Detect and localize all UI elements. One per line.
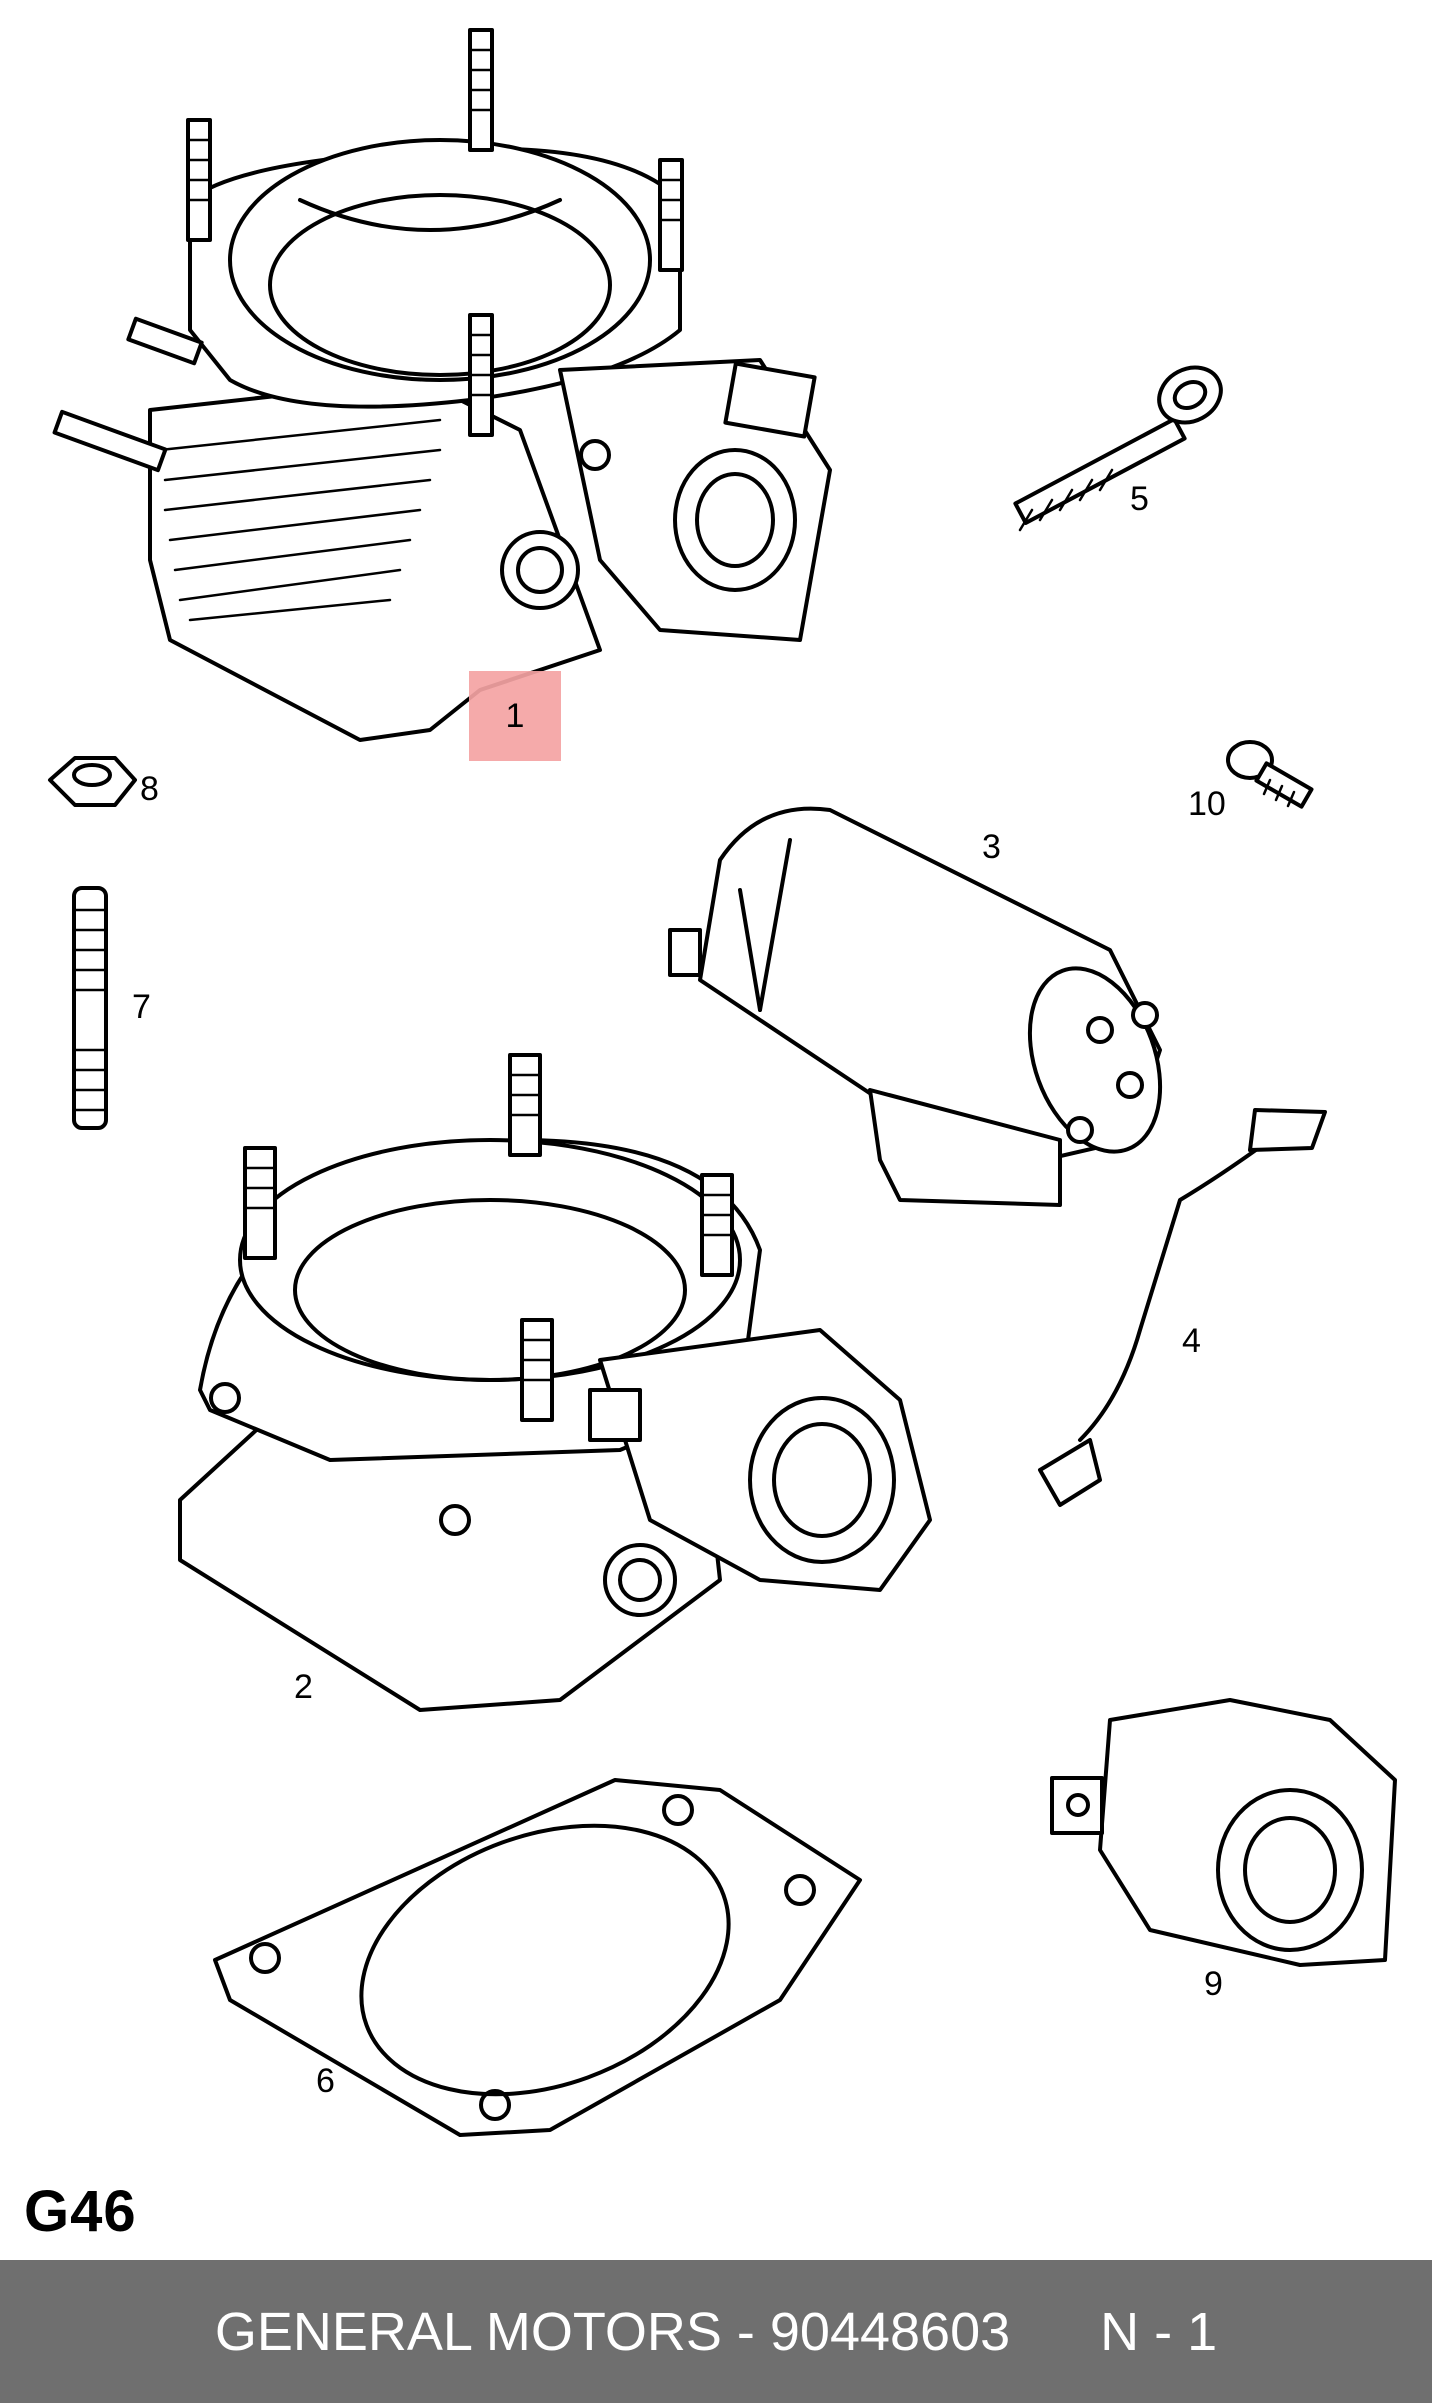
exploded-parts-diagram: 5 8 10 3 7 4 2 9 6 xyxy=(48,28,1397,2137)
part-label-8: 8 xyxy=(140,770,159,808)
part-3-actuator xyxy=(668,806,1163,1207)
part-9-sensor xyxy=(1050,1698,1397,1967)
part-1-throttle-body-assembly xyxy=(52,28,832,742)
footer-bar: GENERAL MOTORS - 90448603 N - 1 xyxy=(0,2260,1432,2403)
part-label-3: 3 xyxy=(982,828,1001,866)
part-2-throttle-body xyxy=(178,1053,932,1712)
part-label-7: 7 xyxy=(132,988,151,1026)
part-label-9: 9 xyxy=(1204,1965,1223,2003)
footer-part-number: GENERAL MOTORS - 90448603 N - 1 xyxy=(214,2301,1218,2362)
part-8-nut xyxy=(48,756,137,807)
part-label-10: 10 xyxy=(1188,785,1226,823)
part-label-2: 2 xyxy=(294,1668,313,1706)
part-label-5: 5 xyxy=(1130,480,1149,518)
part-5-bolt xyxy=(1013,365,1223,532)
part-10-screw xyxy=(1226,740,1314,809)
diagram-code: G46 xyxy=(24,2179,137,2244)
part-7-stud xyxy=(72,886,108,1130)
part-6-gasket xyxy=(213,1778,862,2137)
part-label-6: 6 xyxy=(316,2062,335,2100)
highlight-part-1-box xyxy=(469,671,561,761)
part-4-wire-lead xyxy=(1038,1108,1327,1507)
part-label-4: 4 xyxy=(1182,1322,1201,1360)
part-label-1: 1 xyxy=(505,697,525,735)
